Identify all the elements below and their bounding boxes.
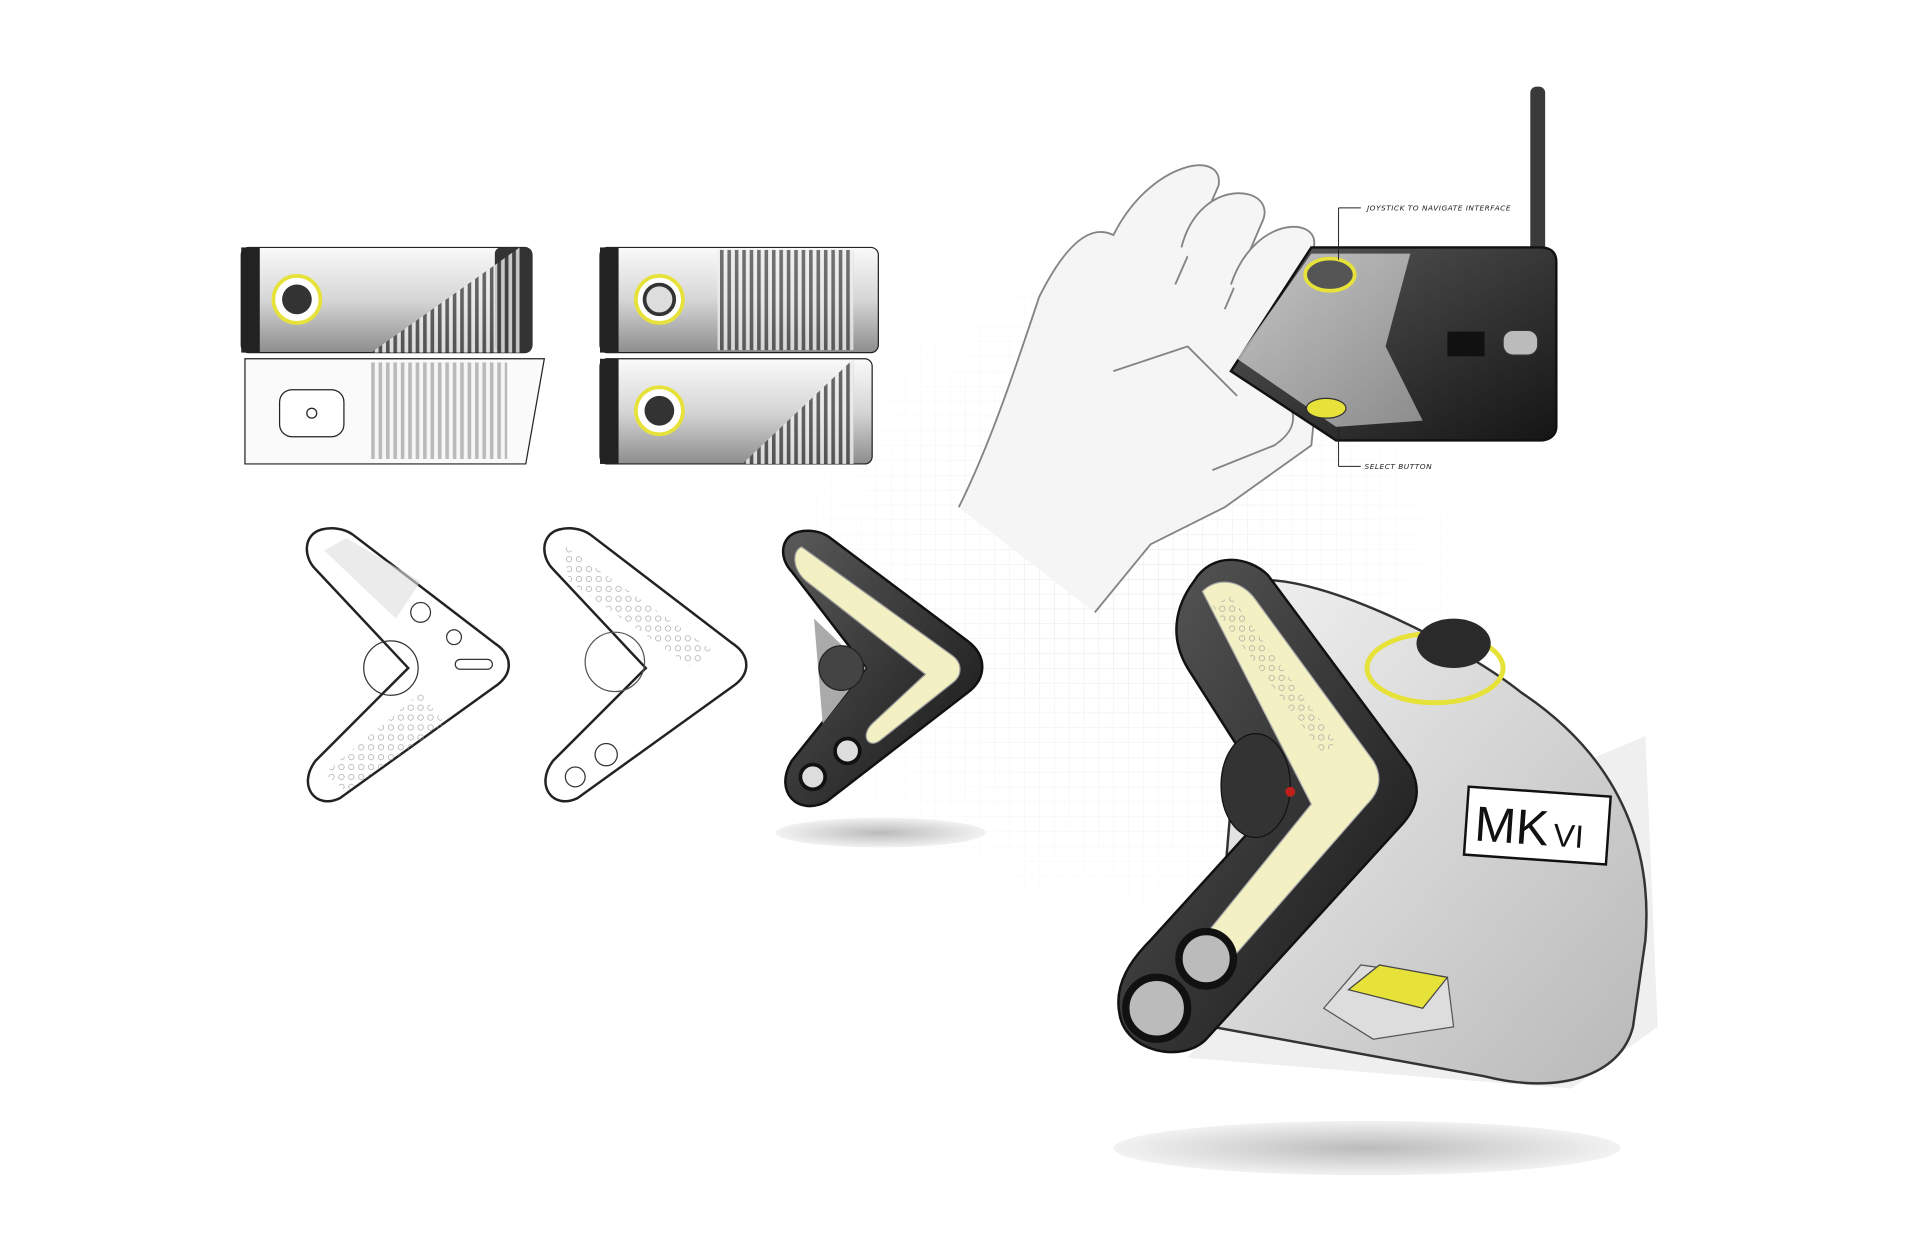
- device-perspective-top: [1229, 86, 1558, 442]
- front-view-sketch-2: [543, 527, 748, 803]
- front-view-sketch-3: [782, 529, 984, 808]
- ground-shadow-large: [1113, 1120, 1621, 1176]
- side-view-sketch-1: [240, 246, 533, 354]
- badge-mk: MK: [1473, 796, 1551, 856]
- side-view-sketch-3: [244, 358, 546, 465]
- side-view-sketch-4: [599, 358, 873, 465]
- annotation-select: SELECT BUTTON: [1338, 426, 1433, 471]
- joystick-label: JOYSTICK TO NAVIGATE INTERFACE: [1365, 203, 1511, 212]
- front-view-sketch-1: [305, 527, 510, 803]
- mk-vi-badge: MK VI: [1462, 785, 1612, 866]
- device-hero: MK VI: [1117, 558, 1658, 1089]
- badge-vi: VI: [1552, 817, 1585, 855]
- ground-shadow-small: [775, 817, 986, 848]
- select-label: SELECT BUTTON: [1365, 462, 1433, 471]
- side-view-sketch-2: [599, 246, 879, 354]
- annotation-joystick: JOYSTICK TO NAVIGATE INTERFACE: [1338, 203, 1511, 260]
